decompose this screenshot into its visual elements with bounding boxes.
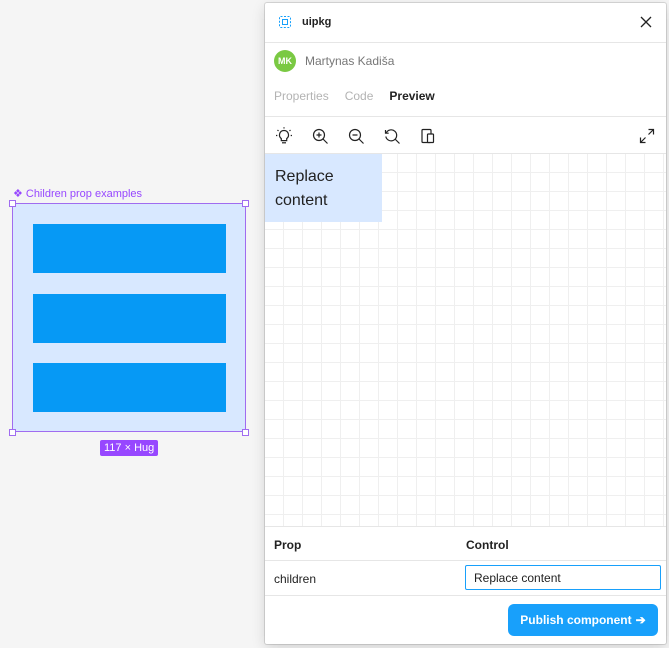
user-info: MK Martynas Kadiša — [274, 50, 394, 72]
resize-handle-top-right[interactable] — [242, 200, 249, 207]
expand-icon[interactable] — [637, 126, 657, 146]
avatar: MK — [274, 50, 296, 72]
component-name-label[interactable]: ❖ Children prop examples — [13, 188, 142, 200]
plugin-title: uipkg — [302, 16, 332, 28]
control-column-header: Control — [466, 538, 509, 552]
component-icon: ❖ — [13, 187, 23, 200]
resize-handle-bottom-right[interactable] — [242, 429, 249, 436]
close-icon[interactable] — [638, 14, 654, 30]
zoom-reset-icon[interactable] — [382, 126, 402, 146]
publish-label: Publish component — [520, 613, 632, 627]
arrow-right-icon: ➔ — [635, 613, 646, 627]
props-table-header: Prop Control — [265, 527, 666, 561]
plugin-titlebar: uipkg — [265, 3, 666, 43]
tab-properties[interactable]: Properties — [274, 89, 329, 103]
resize-handle-bottom-left[interactable] — [9, 429, 16, 436]
zoom-out-icon[interactable] — [346, 126, 366, 146]
child-rectangle[interactable] — [33, 224, 226, 273]
device-icon[interactable] — [418, 126, 438, 146]
child-rectangle[interactable] — [33, 294, 226, 343]
props-table: Prop Control children — [265, 526, 666, 596]
tab-preview[interactable]: Preview — [389, 89, 435, 103]
zoom-in-icon[interactable] — [310, 126, 330, 146]
resize-handle-top-left[interactable] — [9, 200, 16, 207]
uipkg-logo-icon — [279, 16, 291, 28]
lightbulb-icon[interactable] — [274, 126, 294, 146]
child-rectangle[interactable] — [33, 363, 226, 412]
prop-name: children — [274, 572, 317, 586]
prop-column-header: Prop — [274, 538, 302, 552]
preview-component: Replace content — [265, 154, 382, 222]
preview-toolbar — [265, 116, 666, 154]
tab-code[interactable]: Code — [344, 89, 374, 103]
user-name: Martynas Kadiša — [305, 54, 395, 68]
table-row: children — [265, 561, 666, 596]
size-badge: 117 × Hug — [100, 440, 159, 456]
children-control-input[interactable] — [465, 565, 661, 590]
tab-bar: Properties Code Preview — [274, 89, 435, 103]
publish-component-button[interactable]: Publish component ➔ — [508, 604, 658, 636]
plugin-panel: uipkg MK Martynas Kadiša Properties Code… — [265, 3, 666, 644]
component-frame[interactable] — [12, 203, 246, 432]
preview-canvas: Replace content — [265, 154, 666, 527]
component-name-text: Children prop examples — [25, 188, 143, 200]
